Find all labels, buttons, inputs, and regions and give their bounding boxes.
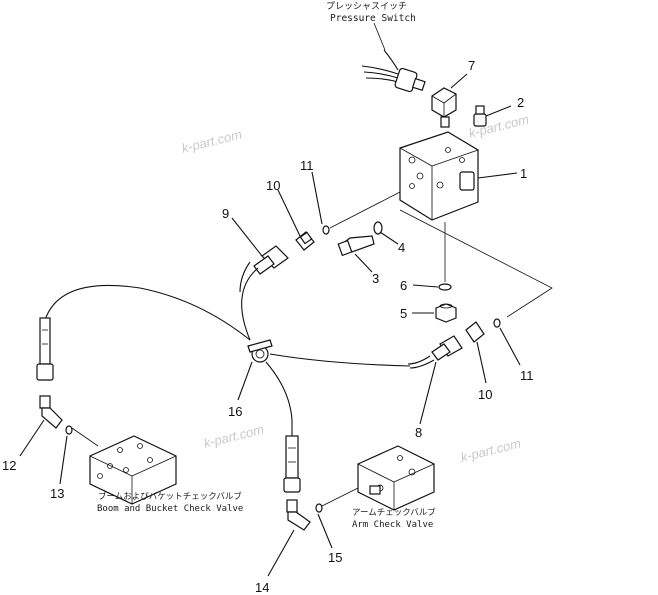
part-4-washer xyxy=(373,221,399,245)
part-5-plug xyxy=(412,303,457,323)
watermark-4: k-part.com xyxy=(459,435,522,464)
pressure-switch-leader xyxy=(373,22,386,51)
reference-line xyxy=(399,209,553,318)
part-1-valve-block xyxy=(399,131,518,221)
callout-7: 7 xyxy=(468,58,475,73)
callout-6: 6 xyxy=(400,278,407,293)
lower-hose-end xyxy=(283,435,301,493)
callout-10-lower: 10 xyxy=(478,387,492,402)
tube-right xyxy=(269,353,411,367)
callout-9: 9 xyxy=(222,206,229,221)
watermark-3: k-part.com xyxy=(202,421,265,450)
callout-14: 14 xyxy=(255,580,269,595)
arm-check-label-jp: アームチェックバルブ xyxy=(352,507,436,518)
part-13-o-ring xyxy=(59,425,99,485)
callout-8: 8 xyxy=(415,425,422,440)
part-6-o-ring xyxy=(412,222,452,291)
arm-check-valve xyxy=(357,445,435,511)
part-8-hose xyxy=(407,335,463,425)
pressure-switch-label-jp: プレッシャスイッチ xyxy=(326,1,407,12)
pressure-switch-label-en: Pressure Switch xyxy=(330,13,416,24)
part-12-elbow xyxy=(19,395,63,457)
tube-left xyxy=(44,284,251,341)
boom-bucket-label-en: Boom and Bucket Check Valve xyxy=(97,504,243,514)
part-2-plug xyxy=(473,105,512,127)
part-7-elbow xyxy=(431,73,468,128)
callout-4: 4 xyxy=(398,240,405,255)
callout-11-lower: 11 xyxy=(520,368,534,383)
watermark-1: k-part.com xyxy=(180,126,243,155)
pressure-switch xyxy=(361,49,426,93)
part-11-o-ring-upper xyxy=(311,171,401,235)
callout-11-upper: 11 xyxy=(300,158,314,173)
part-3-bolt xyxy=(337,235,375,273)
callout-10-upper: 10 xyxy=(266,178,280,193)
callout-13: 13 xyxy=(50,486,64,501)
callout-3: 3 xyxy=(372,271,379,286)
callout-12: 12 xyxy=(2,458,16,473)
left-hose-end xyxy=(36,317,54,381)
part-10-adapter-upper xyxy=(277,189,315,251)
boom-bucket-check-valve xyxy=(89,435,177,505)
callout-5: 5 xyxy=(400,306,407,321)
callout-15: 15 xyxy=(328,550,342,565)
part-15-o-ring xyxy=(315,485,363,549)
part-16-clamp xyxy=(237,339,273,401)
arm-check-label-en: Arm Check Valve xyxy=(352,520,433,530)
part-11-o-ring-lower xyxy=(493,318,521,366)
boom-bucket-label-jp: ブームおよびバケットチェックバルブ xyxy=(98,491,242,502)
callout-2: 2 xyxy=(517,95,524,110)
part-9-hose xyxy=(231,217,289,341)
part-14-elbow xyxy=(267,499,311,577)
callout-1: 1 xyxy=(520,166,527,181)
callout-16: 16 xyxy=(228,404,242,419)
tube-down xyxy=(265,361,293,436)
part-10-adapter-lower xyxy=(465,321,487,384)
